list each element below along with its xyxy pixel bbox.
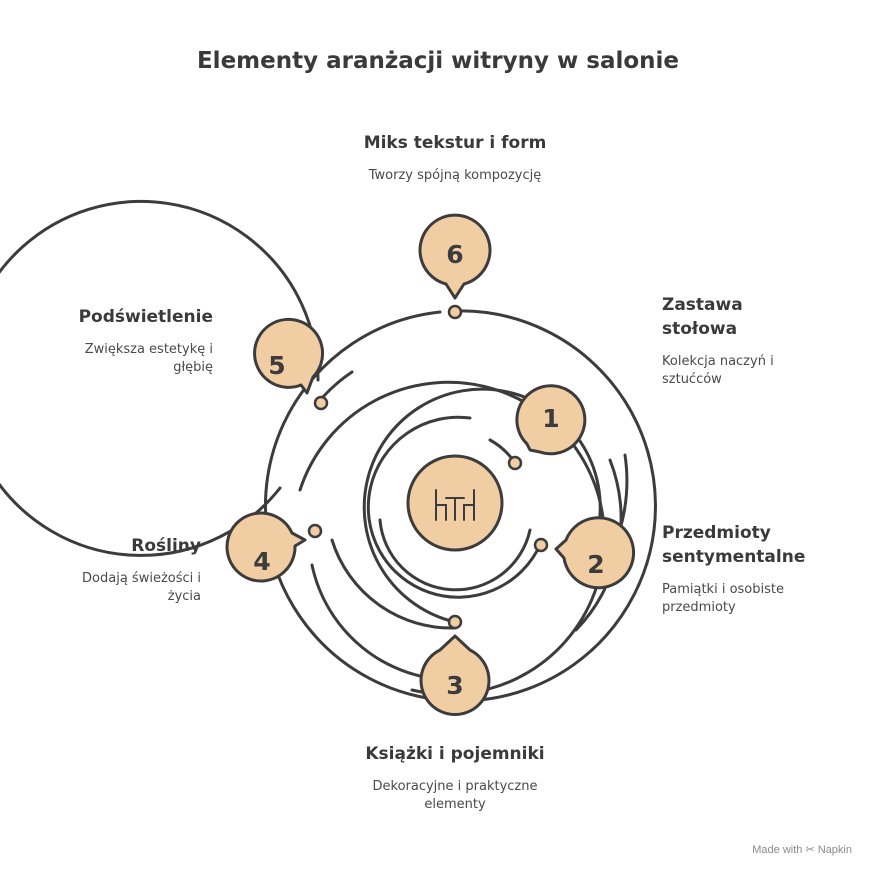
item-description: Kolekcja naczyń i sztućców xyxy=(662,354,774,387)
watermark-prefix: Made with xyxy=(752,844,803,856)
item-label-2: Przedmioty sentymentalne Pamiątki i osob… xyxy=(662,521,867,617)
badge-number-5: 5 xyxy=(268,351,285,380)
item-heading: Zastawa stołowa xyxy=(662,295,743,339)
badge-shape-5 xyxy=(253,317,325,395)
item-heading: Podświetlenie xyxy=(78,307,213,327)
item-label-3: Książki i pojemniki Dekoracyjne i prakty… xyxy=(305,742,605,814)
badge-number-3: 3 xyxy=(446,671,463,700)
item-description: Dekoracyjne i praktyczne elementy xyxy=(372,779,538,812)
connector-dot-1 xyxy=(507,455,523,471)
orbit-ring-2b xyxy=(378,518,532,592)
item-description: Tworzy spójną kompozycję xyxy=(368,168,542,183)
orbit-ring-3 xyxy=(362,387,602,624)
item-label-6: Miks tekstur i form Tworzy spójną kompoz… xyxy=(305,131,605,185)
watermark-brand: Napkin xyxy=(817,844,852,856)
napkin-logo-icon: ✂ xyxy=(805,844,815,856)
badge-number-2: 2 xyxy=(587,550,604,579)
orbit-ring-3b xyxy=(330,538,457,630)
item-heading: Przedmioty sentymentalne xyxy=(662,523,806,567)
item-description: Dodają świeżości i życia xyxy=(82,571,201,604)
connector-dot-2 xyxy=(533,537,549,553)
badge-number-6: 6 xyxy=(446,240,463,269)
badge-number-4: 4 xyxy=(253,547,270,576)
item-description: Pamiątki i osobiste przedmioty xyxy=(662,582,784,615)
badge-shape-4 xyxy=(225,511,307,583)
badge-shape-3 xyxy=(419,634,491,717)
connector-dot-3 xyxy=(447,614,463,630)
item-heading: Miks tekstur i form xyxy=(363,133,547,153)
item-heading: Rośliny xyxy=(131,536,201,556)
table-chairs-icon xyxy=(435,489,475,521)
orbit-ring-5 xyxy=(0,199,320,557)
orbit-ring-5b xyxy=(320,370,354,400)
badge-shape-1 xyxy=(515,384,587,456)
watermark: Made with ✂ Napkin xyxy=(752,843,852,856)
connector-dot-6 xyxy=(447,304,463,320)
connector-dot-5 xyxy=(313,395,329,411)
item-heading: Książki i pojemniki xyxy=(365,744,545,764)
badge-shape-2 xyxy=(554,516,636,590)
connector-dot-4 xyxy=(307,523,323,539)
item-description: Zwiększa estetykę i głębię xyxy=(84,342,213,375)
item-label-5: Podświetlenie Zwiększa estetykę i głębię xyxy=(20,305,213,377)
item-label-1: Zastawa stołowa Kolekcja naczyń i sztućc… xyxy=(662,293,862,389)
badge-number-1: 1 xyxy=(542,404,559,433)
orbit-ring-4 xyxy=(298,380,606,696)
badge-shape-6 xyxy=(418,213,492,300)
item-label-4: Rośliny Dodają świeżości i życia xyxy=(20,534,201,606)
orbit-ring-2 xyxy=(366,415,542,599)
page-title: Elementy aranżacji witryny w salonie xyxy=(196,48,680,74)
